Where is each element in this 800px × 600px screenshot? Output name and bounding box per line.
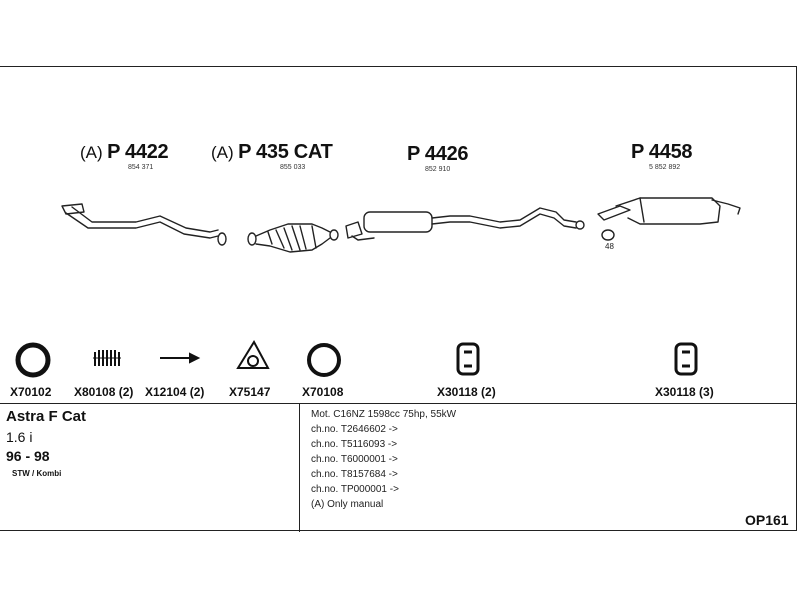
- reference-code: OP161: [745, 512, 789, 528]
- rear-silencer-drawing: [597, 197, 741, 241]
- accessory-code: X30118 (2): [437, 385, 496, 399]
- catalyst-drawing: [247, 223, 339, 253]
- part-number: P 4422: [107, 141, 169, 163]
- accessory-code: X30118 (3): [655, 385, 714, 399]
- note-line: ch.no. T6000001 ->: [311, 454, 398, 465]
- ring-gasket-icon: [307, 343, 341, 377]
- part-label-front-pipe: (A) P 4422: [80, 141, 169, 164]
- divider-vertical: [299, 403, 300, 532]
- accessory-code: X70102: [10, 385, 52, 399]
- center-silencer-drawing: [345, 207, 585, 241]
- divider-horizontal: [0, 403, 797, 404]
- part-number: P 435 CAT: [238, 141, 333, 163]
- spring-icon: [93, 350, 121, 366]
- part-label-rear-silencer: P 4458: [631, 141, 693, 163]
- part-label-center-silencer: P 4426: [407, 143, 469, 165]
- rubber-hanger-icon: [456, 342, 480, 376]
- part-oem-number: 854 371: [128, 164, 154, 171]
- vehicle-engine: 1.6 i: [6, 429, 33, 445]
- front-pipe-drawing: [61, 203, 227, 246]
- bolt-icon: [160, 352, 201, 364]
- part-oem-number: 5 852 892: [649, 164, 681, 171]
- catalog-sheet: [0, 66, 797, 532]
- note-line: ch.no. T5116093 ->: [311, 439, 398, 450]
- note-line: ch.no. T2646602 ->: [311, 424, 398, 435]
- part-label-catalyst: (A) P 435 CAT: [211, 141, 333, 164]
- note-line: Mot. C16NZ 1598cc 75hp, 55kW: [311, 409, 457, 420]
- ring-gasket-icon: [15, 342, 51, 378]
- part-prefix: (A): [80, 143, 103, 162]
- part-oem-number: 855 033: [280, 164, 306, 171]
- note-line: ch.no. T8157684 ->: [311, 469, 398, 480]
- vehicle-body: STW / Kombi: [12, 469, 62, 478]
- vehicle-model: Astra F Cat: [6, 408, 87, 425]
- note-line: (A) Only manual: [311, 499, 384, 510]
- accessory-code: X12104 (2): [145, 385, 205, 399]
- vehicle-years: 96 - 98: [6, 448, 50, 464]
- part-prefix: (A): [211, 143, 234, 162]
- flange-gasket-icon: [236, 339, 270, 369]
- part-oem-number: 852 910: [425, 166, 451, 173]
- rubber-hanger-icon: [674, 342, 698, 376]
- note-line: ch.no. TP000001 ->: [311, 484, 399, 495]
- accessory-code: X75147: [229, 385, 271, 399]
- hanger-note: 48: [605, 242, 614, 251]
- accessory-code: X70108: [302, 385, 344, 399]
- accessory-code: X80108 (2): [74, 385, 134, 399]
